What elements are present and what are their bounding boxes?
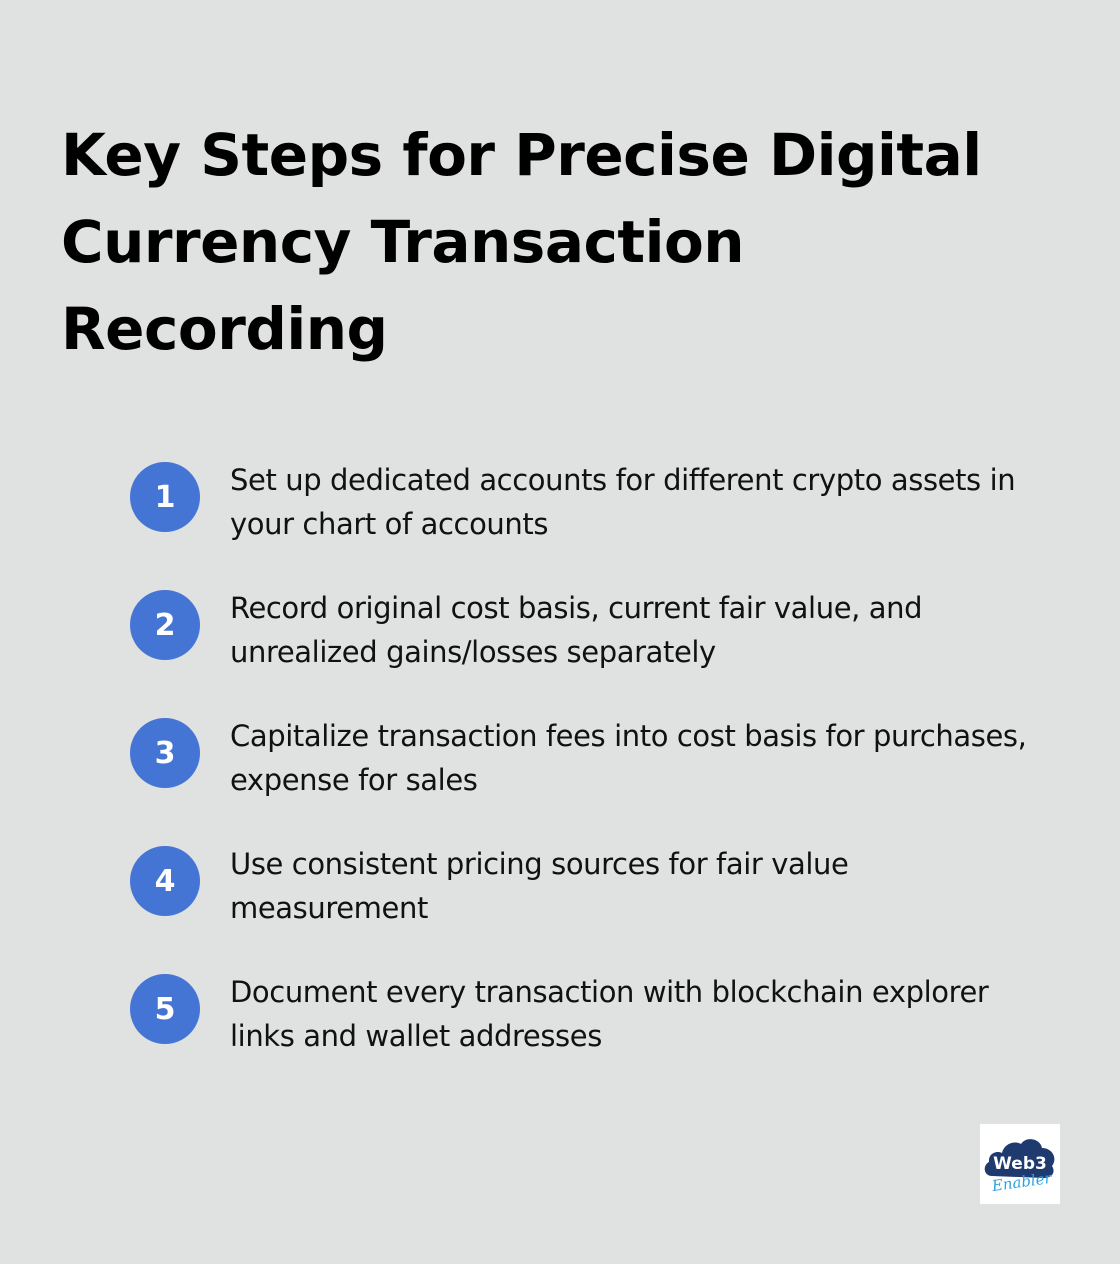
step-number-badge: 4	[130, 846, 200, 916]
step-text: Record original cost basis, current fair…	[230, 591, 923, 669]
page-title: Key Steps for Precise Digital Currency T…	[61, 121, 982, 363]
step-text: Set up dedicated accounts for different …	[230, 463, 1016, 541]
web3-enabler-logo: Web3 Enabler	[980, 1124, 1060, 1204]
list-item: 2 Record original cost basis, current fa…	[130, 586, 1050, 714]
step-text: Use consistent pricing sources for fair …	[230, 847, 849, 925]
step-number-badge: 1	[130, 462, 200, 532]
cloud-logo-icon: Web3 Enabler	[984, 1139, 1055, 1195]
step-number-badge: 3	[130, 718, 200, 788]
step-text: Document every transaction with blockcha…	[230, 975, 989, 1053]
list-item: 3 Capitalize transaction fees into cost …	[130, 714, 1050, 842]
step-number-badge: 2	[130, 590, 200, 660]
step-text: Capitalize transaction fees into cost ba…	[230, 719, 1027, 797]
list-item: 1 Set up dedicated accounts for differen…	[130, 458, 1050, 586]
steps-list: 1 Set up dedicated accounts for differen…	[130, 458, 1050, 1098]
step-number-badge: 5	[130, 974, 200, 1044]
list-item: 5 Document every transaction with blockc…	[130, 970, 1050, 1098]
svg-text:Web3: Web3	[993, 1154, 1047, 1174]
list-item: 4 Use consistent pricing sources for fai…	[130, 842, 1050, 970]
